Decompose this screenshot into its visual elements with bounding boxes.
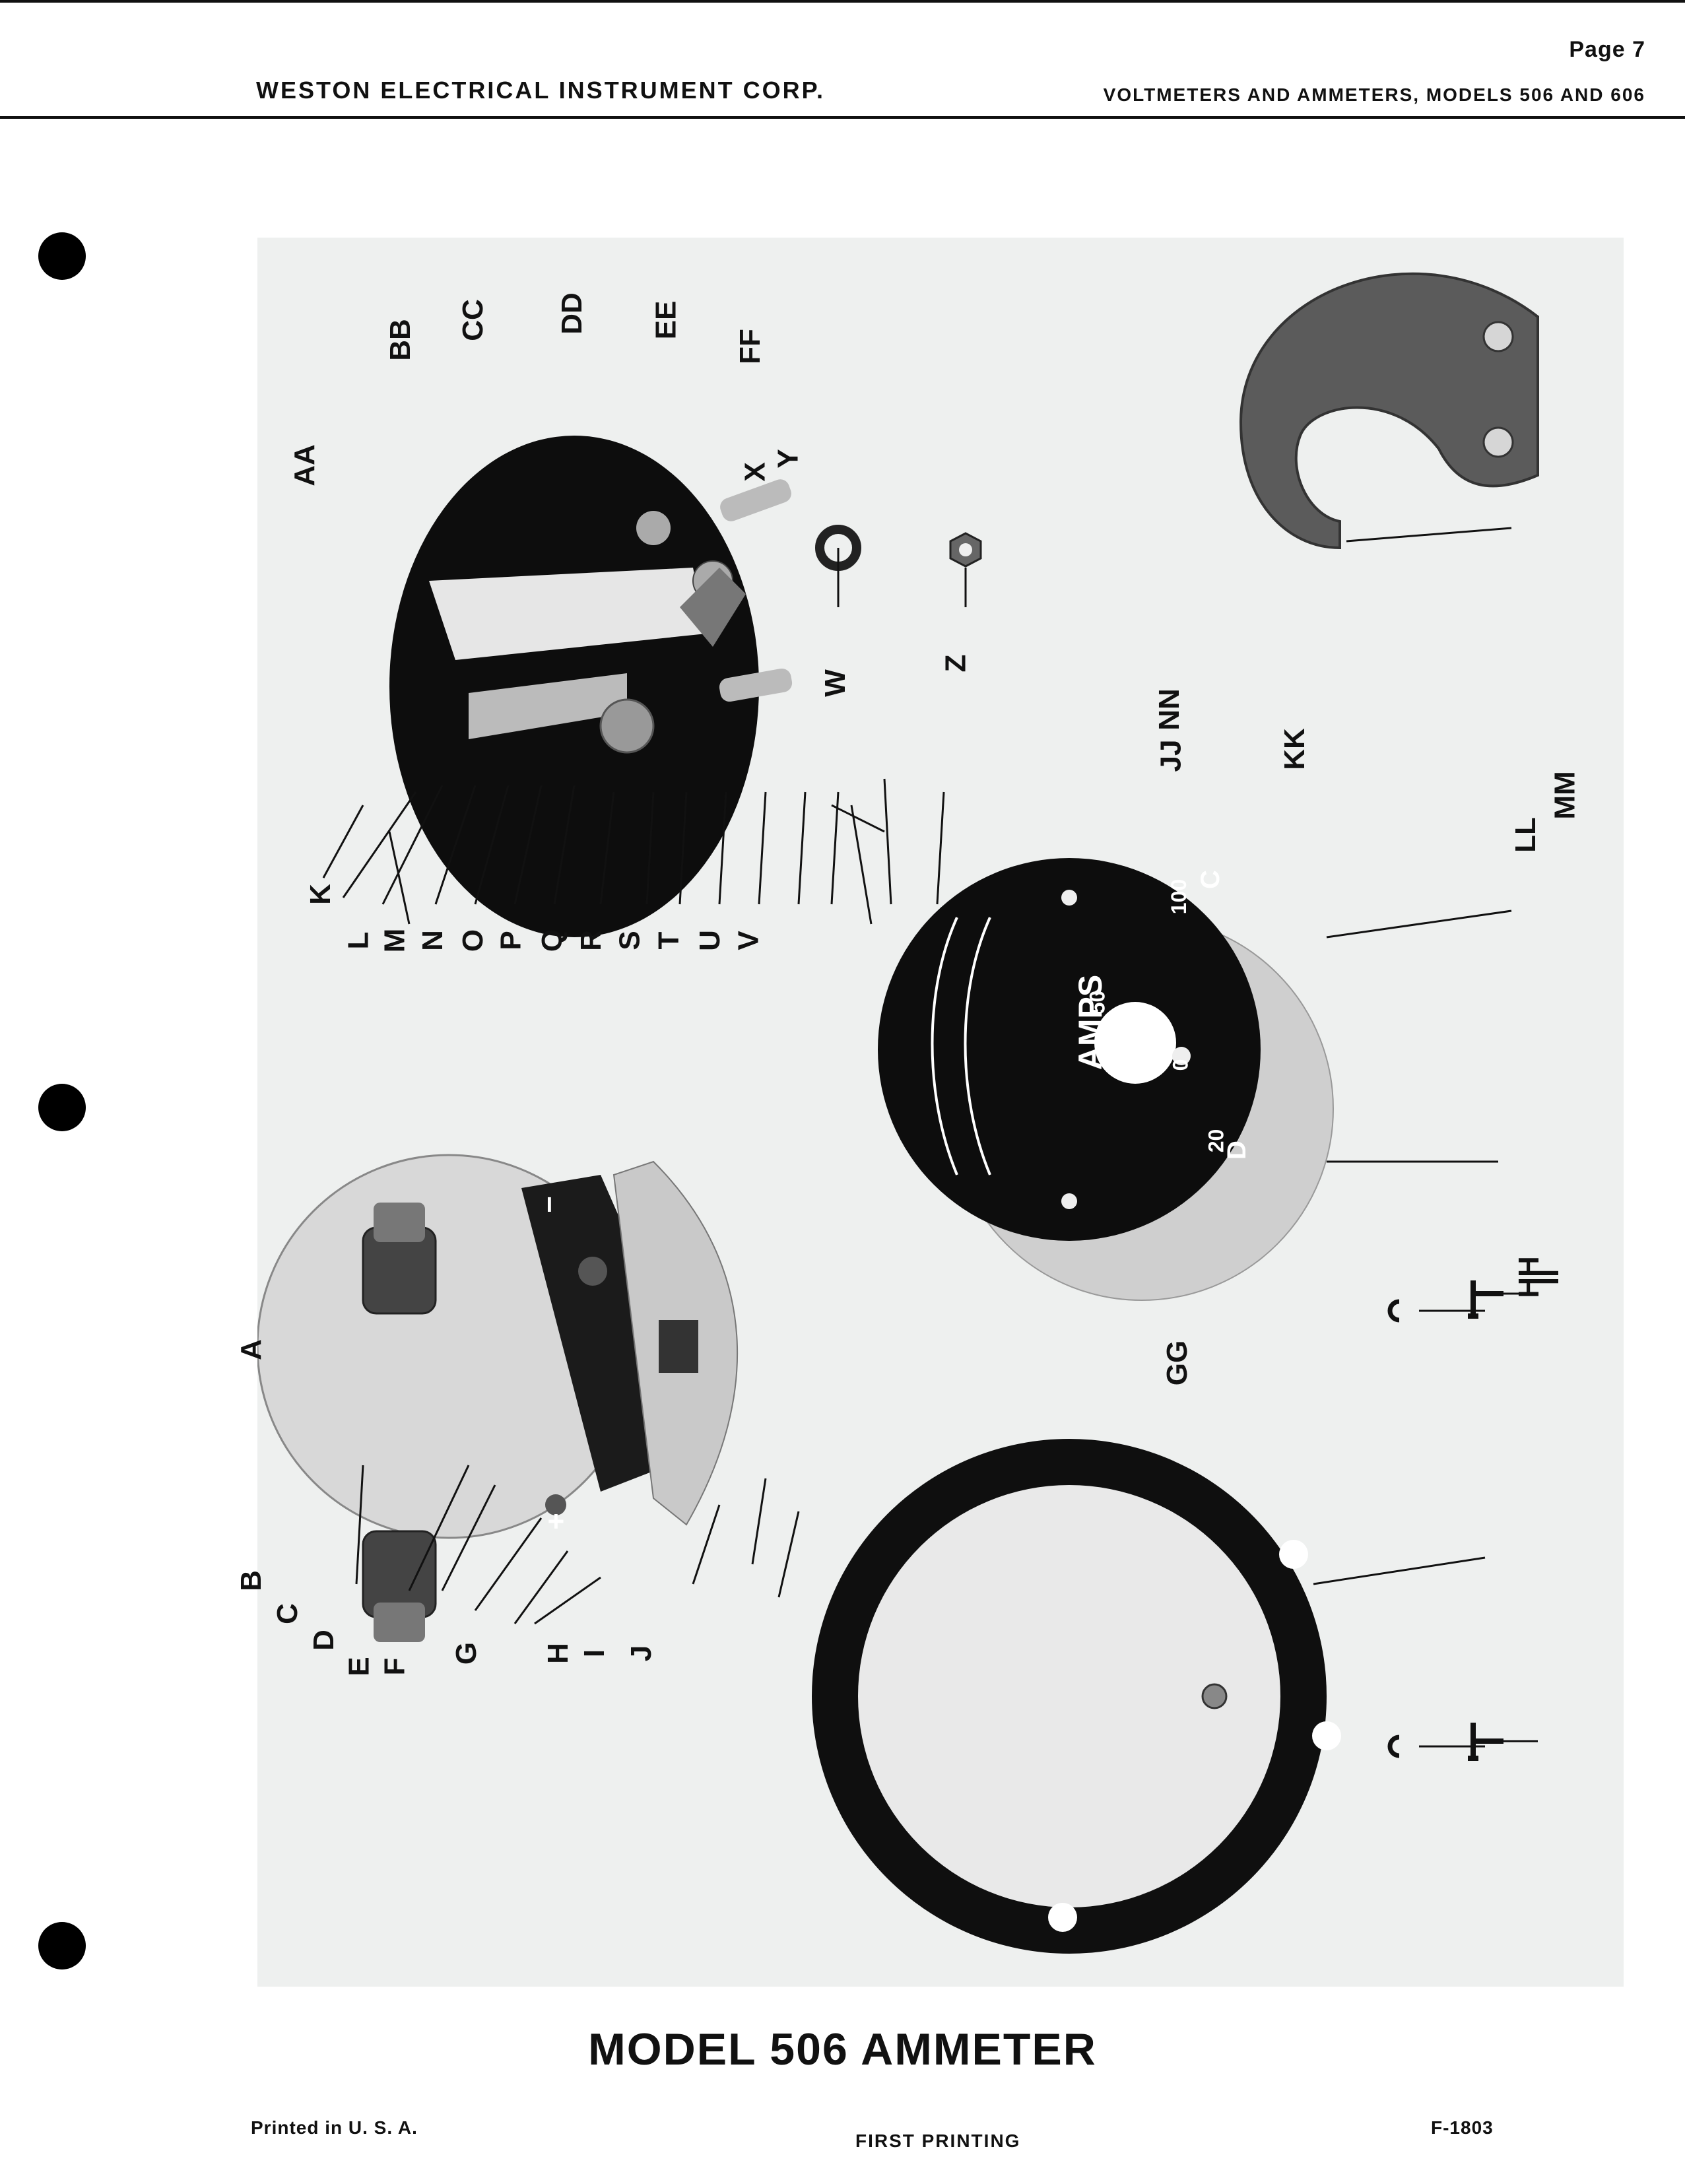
label-c: C [271, 1603, 304, 1624]
label-t: T [652, 931, 685, 950]
dial-assembly [878, 858, 1334, 1301]
label-x: X [739, 462, 772, 482]
label-d: D [307, 1630, 340, 1651]
label-aa: AA [288, 444, 321, 486]
company-name: WESTON ELECTRICAL INSTRUMENT CORP. [256, 77, 826, 104]
bezel-ring-gg [812, 1439, 1341, 1954]
binder-hole [38, 1922, 86, 1969]
label-v: V [732, 931, 765, 950]
label-nn: NN [1152, 688, 1185, 731]
label-gg: GG [1161, 1340, 1194, 1386]
document-subject: VOLTMETERS AND AMMETERS, MODELS 506 AND … [1103, 84, 1645, 105]
terminal-plus-mark: + [539, 1513, 572, 1530]
label-b: B [234, 1570, 267, 1591]
label-w: W [818, 669, 851, 697]
label-r: R [574, 930, 607, 951]
dial-tick-50: 50 [1085, 990, 1109, 1014]
header-rule [0, 116, 1685, 119]
binder-hole [38, 232, 86, 280]
dial-tick-0: 0 [1168, 1059, 1193, 1071]
label-kk: KK [1278, 728, 1311, 770]
label-dd: DD [555, 292, 588, 335]
label-y: Y [772, 449, 805, 469]
label-p: P [494, 931, 527, 950]
label-cc: CC [456, 299, 489, 341]
label-q: Q [536, 929, 569, 952]
label-mm: MM [1548, 771, 1581, 820]
binder-hole [38, 1084, 86, 1131]
label-k: K [304, 884, 337, 905]
meter-movement [389, 436, 793, 937]
label-ll: LL [1509, 817, 1542, 853]
label-jj: JJ [1154, 739, 1187, 772]
label-ii: II [1533, 1269, 1566, 1286]
page-number: Page 7 [1569, 37, 1645, 62]
label-l: L [342, 931, 375, 950]
meter-body-assembly [257, 1154, 739, 1642]
parts-photograph: A B C D E F G H I J K L M N O P Q R S T … [235, 238, 1624, 1987]
figure-caption: MODEL 506 AMMETER [588, 2024, 1097, 2074]
clip-ll [1387, 1299, 1400, 1323]
label-a: A [234, 1339, 267, 1360]
label-m: M [378, 928, 411, 953]
label-j: J [625, 1645, 658, 1662]
page-header: Page 7 WESTON ELECTRICAL INSTRUMENT CORP… [0, 0, 1685, 119]
label-g: G [450, 1641, 483, 1665]
label-i: I [578, 1649, 611, 1658]
label-bb: BB [383, 319, 416, 361]
top-rule [0, 0, 1685, 3]
clip-hh [1387, 1735, 1400, 1758]
printed-in-note: Printed in U. S. A. [251, 2117, 418, 2138]
label-ee: EE [649, 300, 682, 340]
dial-letter-d: D [1222, 1141, 1251, 1160]
label-h: H [541, 1643, 574, 1664]
magnet-nn [1239, 272, 1539, 550]
printing-note: FIRST PRINTING [855, 2131, 1021, 2151]
label-u: U [693, 930, 726, 951]
form-number: F-1803 [1431, 2117, 1494, 2138]
dial-unit-label: AMPS [1072, 974, 1109, 1071]
label-f: F [378, 1657, 411, 1676]
exploded-view-illustration [257, 272, 1539, 1954]
dial-tick-100: 100 [1167, 878, 1191, 915]
label-s: S [613, 931, 646, 950]
label-e: E [343, 1657, 376, 1676]
label-z: Z [939, 654, 972, 673]
leader-lines [322, 527, 1538, 1748]
dial-letter-c: C [1195, 870, 1225, 889]
label-o: O [457, 929, 490, 952]
label-n: N [416, 930, 449, 951]
terminal-minus-mark: − [533, 1196, 566, 1213]
label-ff: FF [733, 329, 766, 364]
